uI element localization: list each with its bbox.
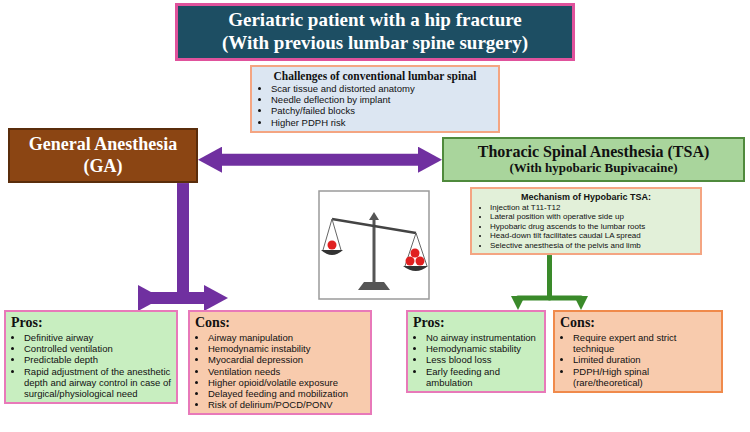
bullet-item: Delayed feeding and mobilization — [208, 388, 365, 399]
bullet-item: Hemodynamic stability — [426, 343, 539, 354]
bullet-item: Selective anesthesia of the pelvis and l… — [490, 241, 695, 250]
bullet-list: Scar tissue and distorted anatomyNeedle … — [258, 83, 492, 128]
box-heading: Pros: — [11, 315, 171, 331]
option-box: Thoracic Spinal Anesthesia (TSA)(With hy… — [442, 137, 745, 182]
weight-dot — [406, 257, 415, 266]
mechanism-box: Mechanism of Hypobaric TSA:Injection at … — [470, 187, 702, 255]
bullet-item: Airway manipulation — [208, 332, 365, 343]
scale-pivot — [369, 212, 379, 220]
bullet-item: Require expert and strict technique — [573, 332, 716, 354]
bullet-item: Higher opioid/volatile exposure — [208, 377, 365, 388]
box-heading: Geriatric patient with a hip fracture — [184, 9, 566, 32]
box-heading: Pros: — [413, 315, 539, 331]
cons-box: Cons:Airway manipulationHemodynamic inst… — [188, 310, 372, 415]
bullet-list: Definitive airwayControlled ventilationP… — [11, 332, 171, 399]
box-heading: Thoracic Spinal Anesthesia (TSA) — [450, 143, 737, 161]
bullet-item: No airway instrumentation — [426, 332, 539, 343]
weight-dot — [328, 241, 337, 250]
scale-base — [358, 282, 390, 290]
option-box: General Anesthesia (GA) — [8, 128, 198, 183]
bullet-item: Hemodynamic instability — [208, 343, 365, 354]
pros-box: Pros:No airway instrumentationHemodynami… — [406, 310, 546, 393]
connector-arrow — [210, 154, 430, 166]
bullet-item: Less blood loss — [426, 354, 539, 365]
bullet-item: Needle deflection by implant — [271, 94, 492, 105]
bullet-item: Myocardial depression — [208, 354, 365, 365]
bullet-item: Lateral position with operative side up — [490, 212, 695, 221]
bullet-item: Patchy/failed blocks — [271, 105, 492, 116]
challenges-box: Challenges of conventional lumbar spinal… — [250, 65, 500, 133]
box-subheading: (With previous lumbar spine surgery) — [184, 32, 566, 55]
bullet-item: PDPH/High spinal (rare/theoretical) — [573, 366, 716, 388]
balance-scale-illustration — [318, 190, 430, 300]
bullet-list: Require expert and strict techniqueLimit… — [560, 332, 716, 388]
box-heading: Cons: — [195, 315, 365, 331]
box-subheading: (With hypobaric Bupivacaine) — [450, 161, 737, 176]
box-heading: Mechanism of Hypobaric TSA: — [477, 192, 695, 202]
weight-dot — [416, 257, 425, 266]
title-box: Geriatric patient with a hip fracture(Wi… — [175, 3, 575, 61]
bullet-item: Ventilation needs — [208, 366, 365, 377]
left-pan — [321, 250, 343, 255]
bullet-list: Injection at T11-T12Lateral position wit… — [477, 203, 695, 250]
cons-box: Cons:Require expert and strict technique… — [553, 310, 723, 393]
bullet-item: Definitive airway — [24, 332, 171, 343]
weight-dot — [411, 249, 420, 258]
connector-arrow — [550, 255, 582, 303]
box-heading: Challenges of conventional lumbar spinal — [258, 70, 492, 82]
bullet-item: Early feeding and ambulation — [426, 366, 539, 388]
scale-pole — [373, 218, 376, 282]
connector-arrow — [183, 183, 216, 298]
bullet-list: No airway instrumentationHemodynamic sta… — [413, 332, 539, 388]
pros-box: Pros:Definitive airwayControlled ventila… — [4, 310, 178, 404]
bullet-item: Rapid adjustment of the anesthetic depth… — [24, 366, 171, 400]
scale-beam — [332, 219, 416, 233]
illustration-frame — [319, 191, 429, 299]
right-pan — [403, 266, 428, 271]
box-heading: Cons: — [560, 315, 716, 331]
bullet-item: Head-down tilt facilitates caudal LA spr… — [490, 231, 695, 240]
bullet-item: Higher PDPH risk — [271, 117, 492, 128]
bullet-list: Airway manipulationHemodynamic instabili… — [195, 332, 365, 410]
bullet-item: Hypobaric drug ascends to the lumbar roo… — [490, 222, 695, 231]
bullet-item: Limited duration — [573, 354, 716, 365]
connector-arrow — [518, 255, 550, 303]
box-heading: General Anesthesia (GA) — [16, 134, 190, 177]
bullet-item: Scar tissue and distorted anatomy — [271, 83, 492, 94]
bullet-item: Controlled ventilation — [24, 343, 171, 354]
bullet-item: Risk of delirium/POCD/PONV — [208, 399, 365, 410]
bullet-item: Predictable depth — [24, 354, 171, 365]
bullet-item: Injection at T11-T12 — [490, 203, 695, 212]
